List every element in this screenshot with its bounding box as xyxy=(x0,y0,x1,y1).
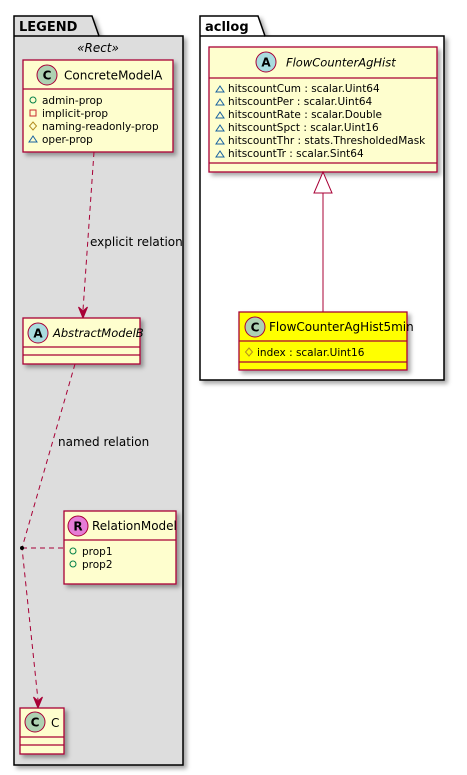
class-badge-icon: C xyxy=(36,64,58,86)
association-point xyxy=(20,546,24,550)
svg-text:hitscountThr : stats.Threshold: hitscountThr : stats.ThresholdedMask xyxy=(228,135,426,147)
svg-text:naming-readonly-prop: naming-readonly-prop xyxy=(42,121,159,133)
class-c[interactable]: C C xyxy=(19,707,65,755)
svg-text:admin-prop: admin-prop xyxy=(42,95,103,107)
svg-text:prop2: prop2 xyxy=(82,559,113,571)
attribute-row: hitscountPer : scalar.Uint64 xyxy=(215,96,373,108)
attribute-row: hitscountCum : scalar.Uint64 xyxy=(215,83,380,95)
named-relation-label: named relation xyxy=(58,435,149,449)
class-badge-icon: C xyxy=(24,711,46,733)
named-relation-edge: named relation xyxy=(20,363,149,710)
attribute-row: implicit-prop xyxy=(29,108,108,120)
generalization-arrow-icon xyxy=(313,170,333,194)
relation-badge-icon: R xyxy=(67,515,89,537)
inheritance-edge xyxy=(313,170,333,312)
class-name: FlowCounterAgHist xyxy=(286,56,396,70)
svg-text:C: C xyxy=(31,716,40,730)
class-name: RelationModel xyxy=(92,519,177,533)
class-relation-model[interactable]: R RelationModel prop1 prop2 xyxy=(63,510,177,585)
abstract-badge-icon: A xyxy=(255,51,277,73)
package-visibility-icon xyxy=(215,98,225,106)
svg-text:C: C xyxy=(43,69,52,83)
package-visibility-icon xyxy=(28,135,38,143)
class-flow-counter-ag-hist[interactable]: A FlowCounterAgHist hitscountCum : scala… xyxy=(208,46,438,173)
attribute-row: admin-prop xyxy=(29,95,103,107)
protected-visibility-icon xyxy=(28,121,38,131)
public-visibility-icon xyxy=(69,560,77,568)
acllog-package-title: acllog xyxy=(205,20,249,35)
public-visibility-icon xyxy=(29,96,37,104)
svg-text:hitscountTr : scalar.Sint64: hitscountTr : scalar.Sint64 xyxy=(228,148,364,160)
svg-text:index : scalar.Uint16: index : scalar.Uint16 xyxy=(257,347,365,359)
protected-visibility-icon xyxy=(244,347,254,357)
public-visibility-icon xyxy=(69,547,77,555)
svg-text:C: C xyxy=(251,321,260,335)
svg-text:hitscountCum : scalar.Uint64: hitscountCum : scalar.Uint64 xyxy=(228,83,380,95)
class-flow-counter-ag-hist-5min[interactable]: C FlowCounterAgHist5min index : scalar.U… xyxy=(238,311,414,371)
svg-text:hitscountSpct : scalar.Uint16: hitscountSpct : scalar.Uint16 xyxy=(228,122,379,134)
attribute-row: hitscountThr : stats.ThresholdedMask xyxy=(215,135,426,147)
package-visibility-icon xyxy=(215,85,225,93)
legend-package-title: LEGEND xyxy=(19,20,78,35)
class-name: AbstractModelB xyxy=(52,326,144,340)
abstract-badge-icon: A xyxy=(27,322,49,344)
class-name: C xyxy=(51,716,59,730)
attribute-row: naming-readonly-prop xyxy=(28,121,159,133)
svg-text:hitscountPer : scalar.Uint64: hitscountPer : scalar.Uint64 xyxy=(228,96,373,108)
attribute-row: index : scalar.Uint16 xyxy=(244,347,365,359)
legend-stereotype: «Rect» xyxy=(77,41,119,55)
svg-text:prop1: prop1 xyxy=(82,546,113,558)
attribute-row: prop2 xyxy=(69,559,113,571)
attribute-row: oper-prop xyxy=(28,134,93,146)
package-visibility-icon xyxy=(215,137,225,145)
attribute-row: hitscountSpct : scalar.Uint16 xyxy=(215,122,379,134)
svg-text:A: A xyxy=(261,56,271,70)
package-visibility-icon xyxy=(215,124,225,132)
explicit-relation-label: explicit relation xyxy=(90,235,183,249)
package-visibility-icon xyxy=(215,111,225,119)
class-badge-icon: C xyxy=(244,316,266,338)
class-concrete-model-a[interactable]: C ConcreteModelA admin-prop implicit-pro… xyxy=(22,59,174,153)
svg-text:R: R xyxy=(73,520,82,534)
attribute-row: prop1 xyxy=(69,546,113,558)
class-name: ConcreteModelA xyxy=(64,69,163,83)
attribute-row: hitscountRate : scalar.Double xyxy=(215,109,382,121)
package-visibility-icon xyxy=(215,150,225,158)
class-name: FlowCounterAgHist5min xyxy=(269,320,414,334)
explicit-relation-edge: explicit relation xyxy=(78,151,183,320)
svg-text:implicit-prop: implicit-prop xyxy=(42,108,108,120)
svg-text:oper-prop: oper-prop xyxy=(42,134,93,146)
private-visibility-icon xyxy=(29,109,37,117)
svg-text:A: A xyxy=(33,327,43,341)
attribute-row: hitscountTr : scalar.Sint64 xyxy=(215,148,364,160)
class-abstract-model-b[interactable]: A AbstractModelB xyxy=(22,317,144,365)
svg-text:hitscountRate : scalar.Double: hitscountRate : scalar.Double xyxy=(228,109,382,121)
